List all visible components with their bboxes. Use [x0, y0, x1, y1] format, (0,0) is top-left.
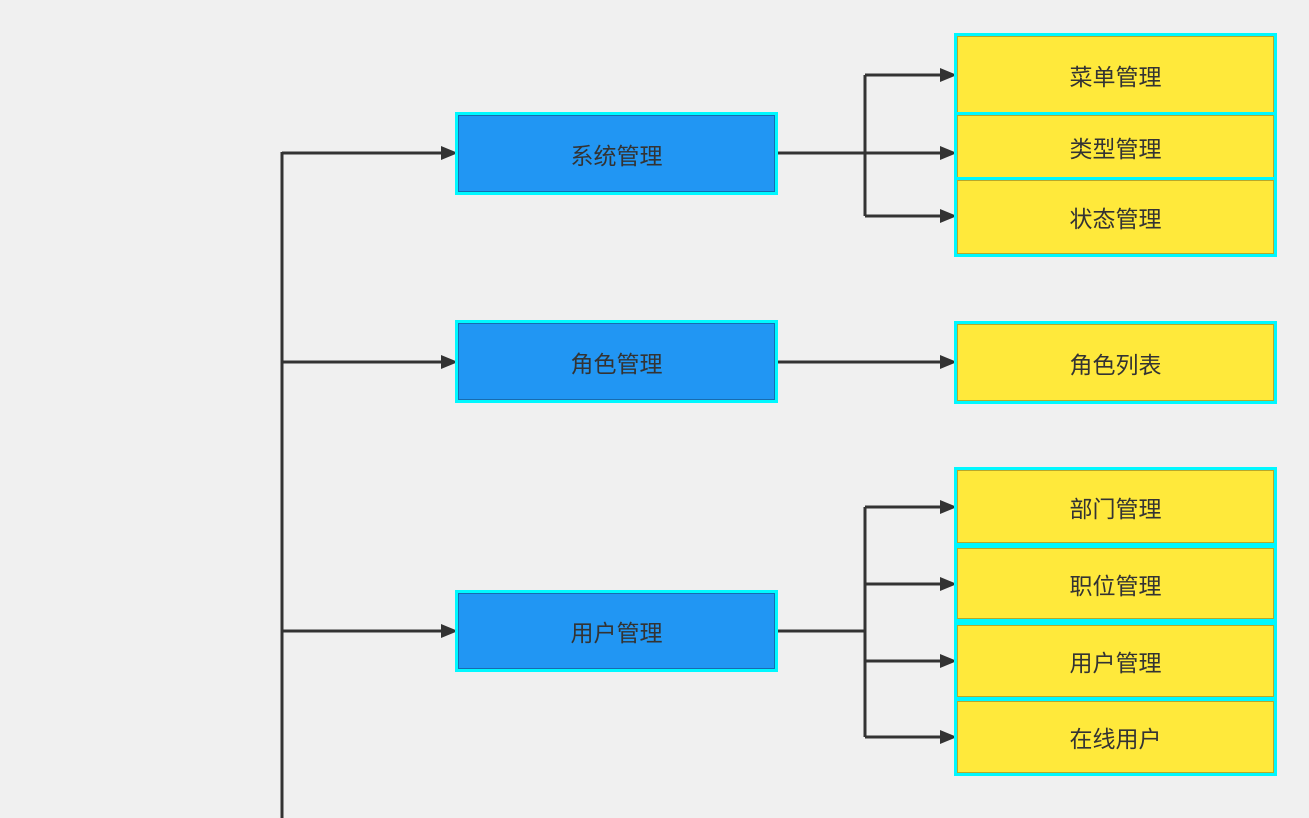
node-type-management[interactable]: 类型管理 [957, 115, 1274, 179]
arrowhead-icon [940, 577, 957, 591]
connector-trunk-to-system-management [282, 146, 458, 160]
node-user-management[interactable]: 用户管理 [458, 593, 775, 669]
arrowhead-icon [940, 500, 957, 514]
arrowhead-icon [940, 209, 957, 223]
node-label: 部门管理 [1069, 495, 1162, 522]
arrowhead-icon [940, 146, 957, 160]
connector-user-management-branch [775, 500, 957, 744]
node-label: 用户管理 [1069, 650, 1162, 676]
arrowhead-icon [441, 146, 458, 160]
node-label: 用户管理 [570, 620, 663, 646]
node-online-users[interactable]: 在线用户 [957, 701, 1274, 773]
node-position-management[interactable]: 职位管理 [957, 548, 1274, 619]
connector-trunk-to-user-management [282, 624, 458, 638]
arrowhead-icon [441, 355, 458, 369]
node-label: 系统管理 [570, 142, 663, 169]
node-user-management-child[interactable]: 用户管理 [957, 625, 1274, 697]
arrowhead-icon [940, 355, 957, 369]
node-label: 职位管理 [1069, 572, 1162, 599]
node-label: 角色列表 [1069, 351, 1162, 378]
connector-system-management-branch [775, 68, 957, 223]
node-status-management[interactable]: 状态管理 [957, 180, 1274, 254]
connector-role-management-branch [775, 355, 957, 369]
node-system-management[interactable]: 系统管理 [458, 115, 775, 192]
arrowhead-icon [940, 68, 957, 82]
connector-trunk-to-role-management [282, 355, 458, 369]
node-role-management[interactable]: 角色管理 [458, 323, 775, 400]
node-label: 在线用户 [1069, 726, 1162, 752]
node-menu-management[interactable]: 菜单管理 [957, 36, 1274, 113]
node-department-management[interactable]: 部门管理 [957, 470, 1274, 543]
node-role-list[interactable]: 角色列表 [957, 324, 1274, 401]
arrowhead-icon [940, 730, 957, 744]
node-label: 角色管理 [570, 350, 663, 377]
node-label: 状态管理 [1069, 206, 1162, 232]
arrowhead-icon [441, 624, 458, 638]
node-label: 菜单管理 [1069, 63, 1162, 90]
arrowhead-icon [940, 654, 957, 668]
node-label: 类型管理 [1069, 136, 1162, 162]
